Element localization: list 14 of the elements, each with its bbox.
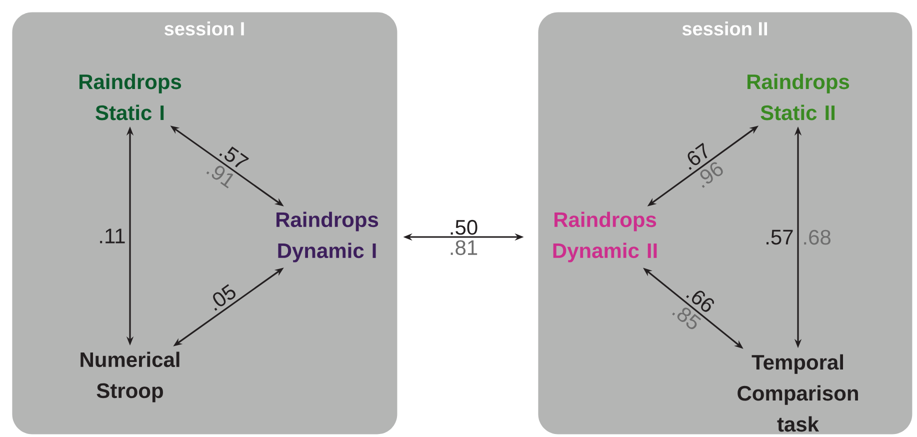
- value-label: .68: [804, 230, 830, 245]
- edge-label: .57: [766, 230, 793, 245]
- edge-label: .57: [219, 146, 249, 168]
- edge-label: .05: [213, 284, 236, 311]
- measure-label: Raindrops Static I: [80, 74, 182, 120]
- edge-label: .50: [450, 220, 478, 235]
- value-label: .91: [206, 166, 234, 188]
- measure-label: Temporal Comparison task: [738, 354, 858, 432]
- measure-label: Raindrops Dynamic II: [553, 212, 657, 262]
- measure-label: Numerical Stroop: [80, 352, 180, 402]
- edge-label: .11: [100, 228, 125, 244]
- value-label: .81: [450, 240, 478, 256]
- measure-label: Raindrops Static II: [748, 74, 850, 120]
- measure-label: Raindrops Dynamic I: [276, 212, 378, 262]
